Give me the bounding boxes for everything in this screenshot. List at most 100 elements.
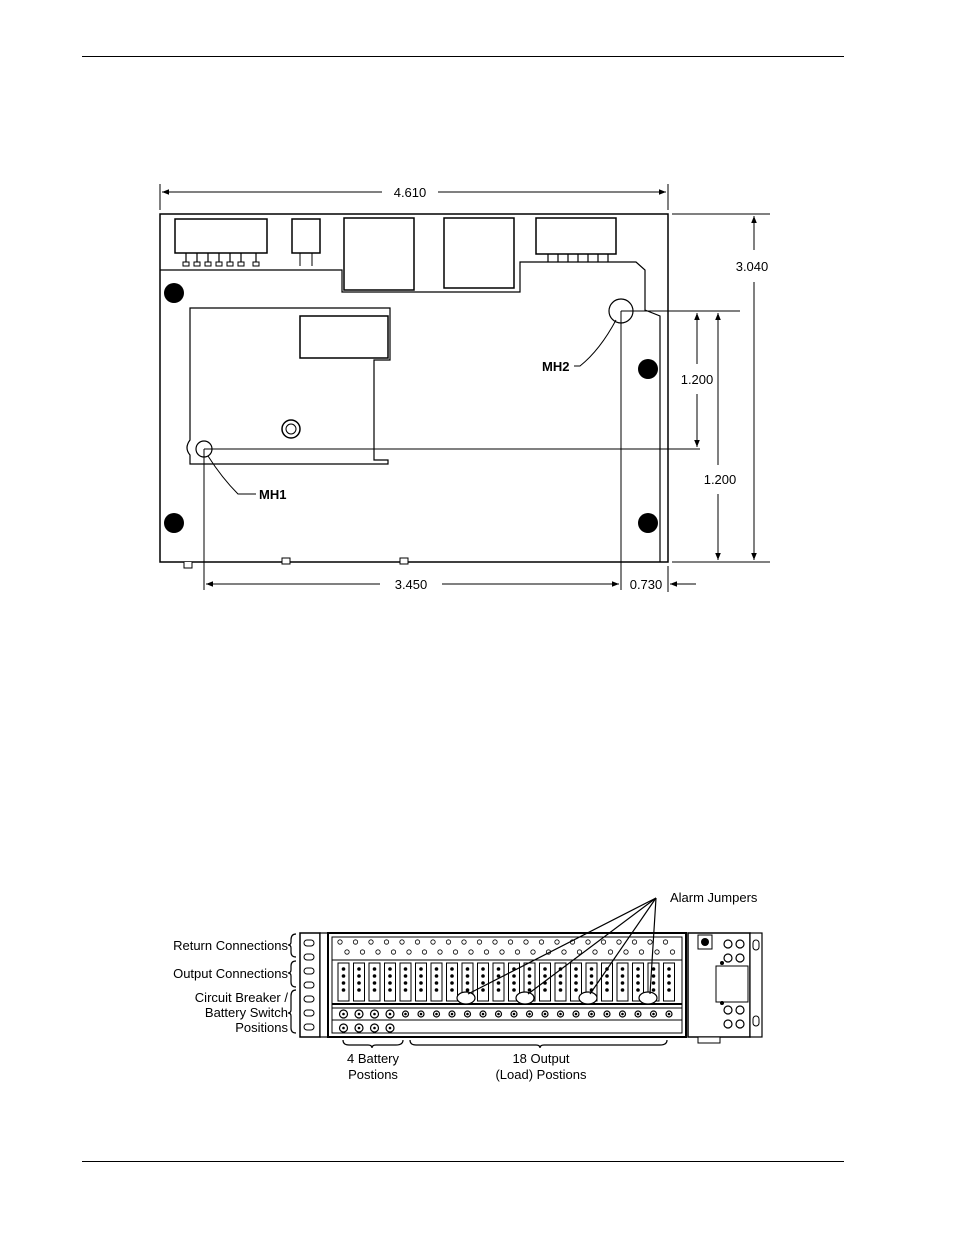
- return-terminal-dot: [648, 940, 652, 944]
- position-center: [590, 1013, 593, 1016]
- return-terminal-dot: [624, 950, 628, 954]
- return-connections-label: Return Connections: [173, 938, 288, 953]
- output-terminal-screw: [605, 974, 609, 978]
- output-terminal-screw: [450, 974, 454, 978]
- output-terminal-screw: [342, 988, 346, 992]
- output-terminal-screw: [574, 981, 578, 985]
- return-terminal-dot: [617, 940, 621, 944]
- output-terminal-screw: [636, 981, 640, 985]
- left-rack-ear: [300, 933, 328, 1037]
- return-terminal-dot: [663, 940, 667, 944]
- output-terminal-screw: [636, 974, 640, 978]
- position-center: [451, 1013, 454, 1016]
- output-terminal-screw: [481, 974, 485, 978]
- output-terminal-screw: [466, 981, 470, 985]
- output-positions-line1: 18 Output: [512, 1051, 569, 1066]
- position-center: [482, 1013, 485, 1016]
- return-terminal-dot: [422, 950, 426, 954]
- position-center: [358, 1027, 361, 1030]
- output-terminal-screw: [559, 981, 563, 985]
- return-terminal-dot: [484, 950, 488, 954]
- return-terminal-dot: [655, 950, 659, 954]
- return-terminal-dot: [376, 950, 380, 954]
- position-center: [466, 1013, 469, 1016]
- output-terminal-screw: [466, 974, 470, 978]
- position-center: [373, 1027, 376, 1030]
- position-center: [606, 1013, 609, 1016]
- return-terminal-dot: [438, 950, 442, 954]
- output-terminal-screw: [373, 967, 377, 971]
- return-terminal-dot: [453, 950, 457, 954]
- output-terminal-screw: [528, 981, 532, 985]
- return-terminal-dot: [670, 950, 674, 954]
- output-terminal-screw: [590, 967, 594, 971]
- return-terminal-dot: [524, 940, 528, 944]
- position-center: [373, 1013, 376, 1016]
- return-terminal-dot: [431, 940, 435, 944]
- output-terminal-screw: [373, 974, 377, 978]
- return-terminal-dot: [400, 940, 404, 944]
- output-terminal-screw: [388, 974, 392, 978]
- breaker-label-line3: Positions: [235, 1020, 288, 1035]
- output-terminal-screw: [450, 967, 454, 971]
- output-terminal-screw: [450, 981, 454, 985]
- output-terminal-screw: [574, 988, 578, 992]
- output-terminal-screw: [404, 974, 408, 978]
- output-terminal-screw: [559, 988, 563, 992]
- output-terminal-screw: [342, 974, 346, 978]
- return-terminal-dot: [360, 950, 364, 954]
- output-terminal-screw: [435, 967, 439, 971]
- return-terminal-dot: [639, 950, 643, 954]
- output-positions-line2: (Load) Postions: [495, 1067, 587, 1082]
- return-terminal-dot: [338, 940, 342, 944]
- output-terminal-screw: [481, 967, 485, 971]
- output-terminal-screw: [543, 988, 547, 992]
- return-terminal-dot: [477, 940, 481, 944]
- output-terminal-screw: [435, 988, 439, 992]
- output-connections-label: Output Connections: [173, 966, 288, 981]
- return-terminal-dot: [601, 940, 605, 944]
- output-terminal-screw: [667, 974, 671, 978]
- position-center: [513, 1013, 516, 1016]
- output-terminal-screw: [357, 974, 361, 978]
- output-terminal-screw: [388, 967, 392, 971]
- return-terminal-dot: [500, 950, 504, 954]
- right-rack-ear: [688, 933, 762, 1043]
- position-center: [559, 1013, 562, 1016]
- output-terminal-screw: [590, 981, 594, 985]
- return-terminal-dot: [632, 940, 636, 944]
- position-center: [389, 1013, 392, 1016]
- output-terminal-screw: [357, 981, 361, 985]
- return-terminal-dot: [353, 940, 357, 944]
- return-terminal-dot: [462, 940, 466, 944]
- output-terminal-screw: [621, 988, 625, 992]
- output-terminal-screw: [528, 974, 532, 978]
- position-center: [342, 1027, 345, 1030]
- return-terminal-dot: [593, 950, 597, 954]
- output-terminal-screw: [357, 967, 361, 971]
- output-terminal-screw: [512, 988, 516, 992]
- output-terminal-screw: [528, 967, 532, 971]
- position-center: [528, 1013, 531, 1016]
- output-terminal-screw: [652, 981, 656, 985]
- alarm-jumpers-label: Alarm Jumpers: [670, 890, 758, 905]
- output-terminal-screw: [543, 967, 547, 971]
- output-terminal-screw: [543, 974, 547, 978]
- output-terminal-screw: [404, 967, 408, 971]
- breaker-label-line1: Circuit Breaker /: [195, 990, 289, 1005]
- return-terminal-dot: [562, 950, 566, 954]
- output-terminal-screw: [466, 967, 470, 971]
- output-terminal-screw: [373, 988, 377, 992]
- output-terminal-screw: [590, 974, 594, 978]
- output-terminal-screw: [388, 988, 392, 992]
- battery-positions-line1: 4 Battery: [347, 1051, 400, 1066]
- output-terminal-screw: [667, 988, 671, 992]
- output-terminal-screw: [667, 981, 671, 985]
- output-terminal-screw: [450, 988, 454, 992]
- output-terminal-screw: [621, 974, 625, 978]
- output-terminal-screw: [512, 981, 516, 985]
- return-terminal-dot: [469, 950, 473, 954]
- output-terminal-screw: [621, 967, 625, 971]
- position-center: [575, 1013, 578, 1016]
